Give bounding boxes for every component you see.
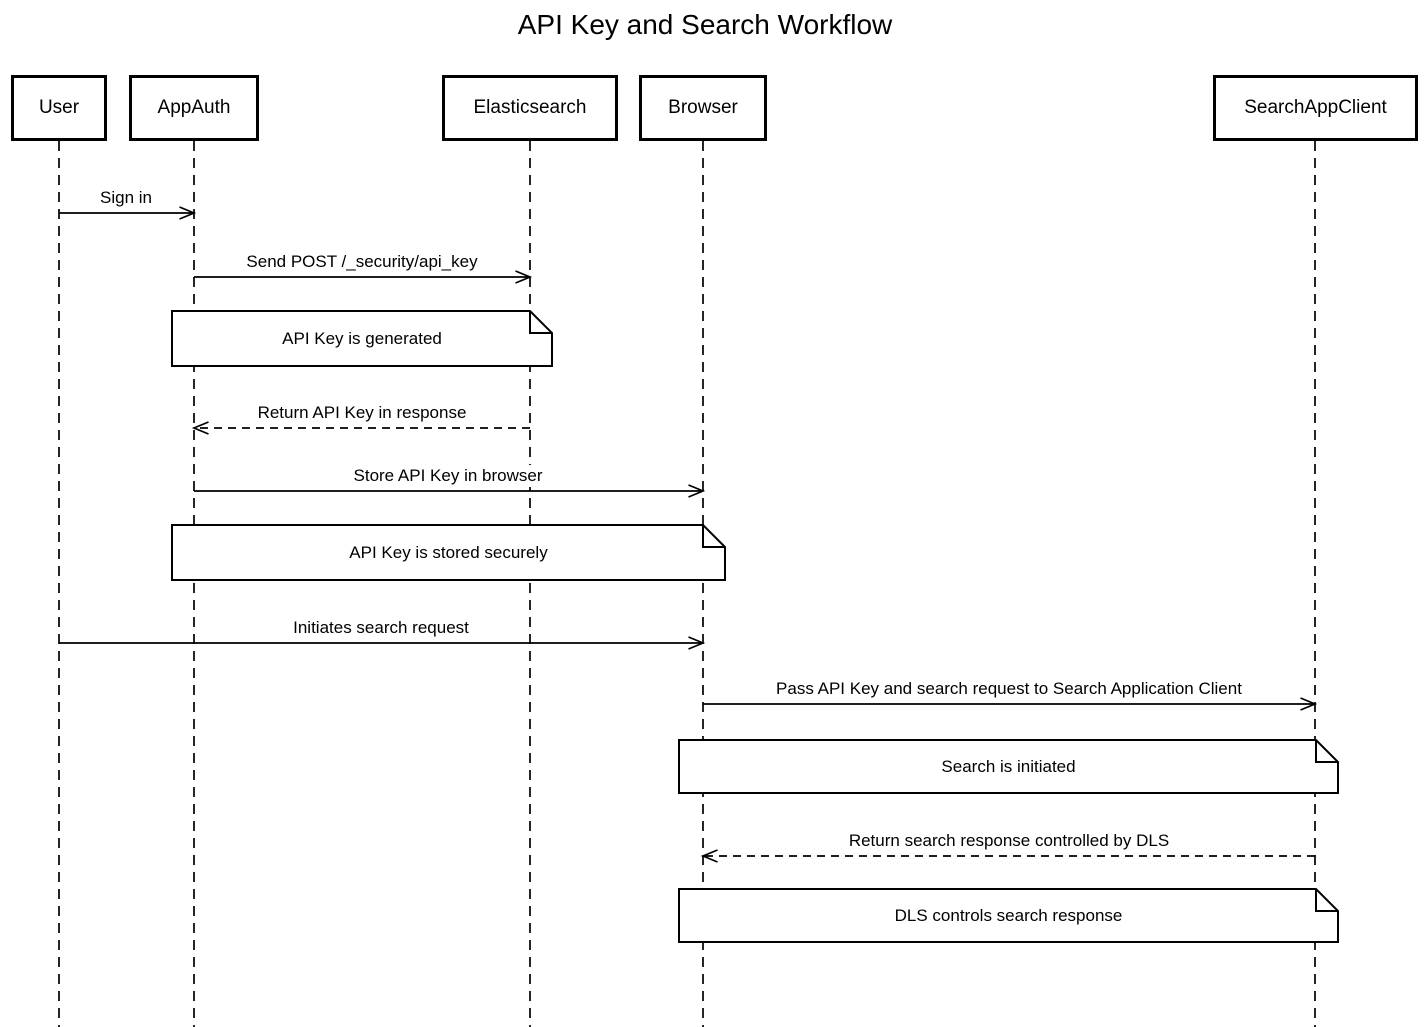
- message-label-return-api-key: Return API Key in response: [254, 402, 470, 424]
- message-label-initiates-search: Initiates search request: [290, 617, 472, 639]
- participant-browser-label: Browser: [668, 97, 738, 118]
- diagram-title: API Key and Search Workflow: [517, 9, 893, 40]
- note-fold-api-key-stored: [702, 525, 725, 548]
- participant-elasticsearch: Elasticsearch: [442, 75, 618, 141]
- message-label-sign-in: Sign in: [97, 187, 155, 209]
- participant-elasticsearch-label: Elasticsearch: [473, 97, 587, 118]
- note-fold-api-key-generated: [529, 311, 552, 334]
- note-dls-controls: DLS controls search response: [894, 905, 1123, 925]
- participant-appauth-label: AppAuth: [157, 97, 231, 118]
- participant-searchappclient: SearchAppClient: [1213, 75, 1418, 141]
- note-shape-dls-controls: [678, 888, 1339, 943]
- note-shape-api-key-generated: [171, 310, 553, 367]
- note-api-key-stored: API Key is stored securely: [349, 542, 548, 562]
- note-fold-search-initiated: [1315, 740, 1338, 763]
- note-api-key-generated: API Key is generated: [282, 328, 442, 348]
- message-label-return-search-response: Return search response controlled by DLS: [845, 830, 1173, 852]
- note-shape-search-initiated: [678, 739, 1339, 794]
- message-label-send-post-api-key: Send POST /_security/api_key: [243, 251, 481, 273]
- participant-appauth: AppAuth: [129, 75, 259, 141]
- note-fold-dls-controls: [1315, 889, 1338, 912]
- participant-browser: Browser: [639, 75, 767, 141]
- message-label-store-api-key: Store API Key in browser: [350, 465, 546, 487]
- note-shape-api-key-stored: [171, 524, 726, 581]
- participant-searchappclient-label: SearchAppClient: [1244, 97, 1387, 118]
- message-label-pass-api-key: Pass API Key and search request to Searc…: [773, 678, 1245, 700]
- participant-user: User: [11, 75, 107, 141]
- note-search-initiated: Search is initiated: [941, 756, 1076, 776]
- participant-user-label: User: [38, 97, 80, 118]
